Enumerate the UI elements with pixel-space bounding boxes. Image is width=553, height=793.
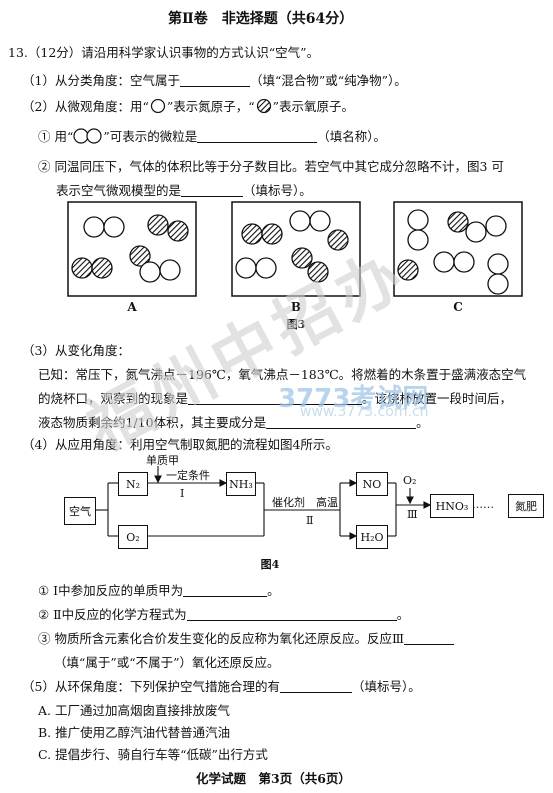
model-c-particles [397, 209, 509, 295]
watermark-site: 3773考试网 [278, 384, 429, 414]
model-b-particles [235, 210, 349, 283]
flow-air: 空气 [64, 497, 96, 525]
flow-nh3: NH₃ [226, 472, 256, 496]
option-a: A. 工厂通过加高烟囱直接排放废气 [38, 703, 230, 718]
flow-dots: …… [472, 498, 494, 511]
flow-step2-label: Ⅱ [306, 514, 314, 527]
model-a-particles [71, 214, 189, 283]
answer-blank[interactable] [266, 415, 417, 429]
part4-sub1-line: ① Ⅰ中参加反应的单质甲为。 [38, 583, 280, 598]
part2-line: （2）从微观角度：用“”表示氮原子，“”表示氧原子。 [22, 98, 355, 114]
answer-blank[interactable] [183, 583, 268, 597]
flow-catalyst-label: 催化剂 [272, 496, 305, 509]
flow-o2-label: O₂ [403, 474, 417, 487]
part5-line: （5）从环保角度：下列保护空气措施合理的有（填标号）。 [22, 679, 421, 694]
flow-step3-label: Ⅲ [407, 508, 418, 521]
model-label-c: C [453, 300, 463, 314]
part2-sub1-line: ① 用“”可表示的微粒是（填名称）。 [38, 128, 387, 144]
part2-sub2-line1: ② 同温同压下，气体的体积比等于分子数目比。若空气中其它成分忽略不计，图3 可 [38, 159, 504, 174]
part4-head: （4）从应用角度：利用空气制取氮肥的流程如图4所示。 [22, 437, 338, 452]
figure4-caption: 图4 [260, 558, 280, 571]
flow-step1-label: Ⅰ [180, 487, 185, 500]
flow-condition-label: 一定条件 [166, 469, 210, 482]
section-title: 第Ⅱ卷 非选择题（共64分） [168, 11, 354, 27]
model-label-b: B [290, 300, 302, 314]
question-intro: 13.（12分）请沿用科学家认识事物的方式认识“空气”。 [8, 45, 320, 60]
nitrogen-atom-icon [150, 98, 165, 114]
answer-blank[interactable] [186, 607, 397, 621]
nitrogen-molecule-icon [73, 128, 102, 144]
option-b: B. 推广使用乙醇汽油代替普通汽油 [38, 725, 231, 740]
flow-n2: N₂ [118, 472, 148, 496]
flow-o2: O₂ [118, 525, 148, 549]
flow-reactant-label: 单质甲 [146, 454, 179, 467]
part1-line: （1）从分类角度：空气属于（填“混合物”或“纯净物”）。 [22, 73, 407, 88]
part3-line2: 的烧杯口，观察到的现象是。该烧杯放置一段时间后， [38, 391, 513, 406]
flow-no: NO [356, 472, 388, 496]
part3-line1: 已知：常压下，氮气沸点－196℃，氧气沸点－183℃。将燃着的木条置于盛满液态空… [38, 367, 527, 382]
part4-sub3-line2: （填“属于”或“不属于”）氧化还原反应。 [54, 655, 280, 670]
answer-blank[interactable] [179, 73, 250, 87]
watermark-url: www.3773.com.cn [300, 404, 429, 420]
answer-blank[interactable] [404, 631, 455, 645]
page-footer: 化学试题 第3页（共6页） [196, 771, 351, 786]
answer-blank[interactable] [197, 129, 318, 143]
figure4-lines [95, 466, 432, 540]
part3-head: （3）从变化角度： [22, 343, 130, 358]
part2-sub2-line2: 表示空气微观模型的是（填标号）。 [56, 183, 312, 198]
flow-heat-label: 高温 [316, 496, 338, 509]
part3-line3: 液态物质剩余约1/10体积，其主要成分是。 [38, 415, 429, 430]
figure3-caption: 图3 [286, 318, 306, 331]
answer-blank[interactable] [188, 391, 363, 405]
model-label-a: A [127, 300, 137, 314]
flow-fertilizer: 氮肥 [508, 494, 544, 518]
part4-sub2-line: ② Ⅱ中反应的化学方程式为。 [38, 607, 410, 622]
answer-blank[interactable] [181, 183, 244, 197]
answer-blank[interactable] [279, 679, 352, 693]
part4-sub3-line1: ③ 物质所含元素化合价发生变化的反应称为氧化还原反应。反应Ⅲ [38, 628, 455, 647]
option-c: C. 提倡步行、骑自行车等“低碳”出行方式 [38, 747, 268, 762]
flow-h2o: H₂O [356, 525, 388, 549]
flow-hno3: HNO₃ [430, 494, 474, 518]
oxygen-atom-icon [256, 98, 271, 114]
